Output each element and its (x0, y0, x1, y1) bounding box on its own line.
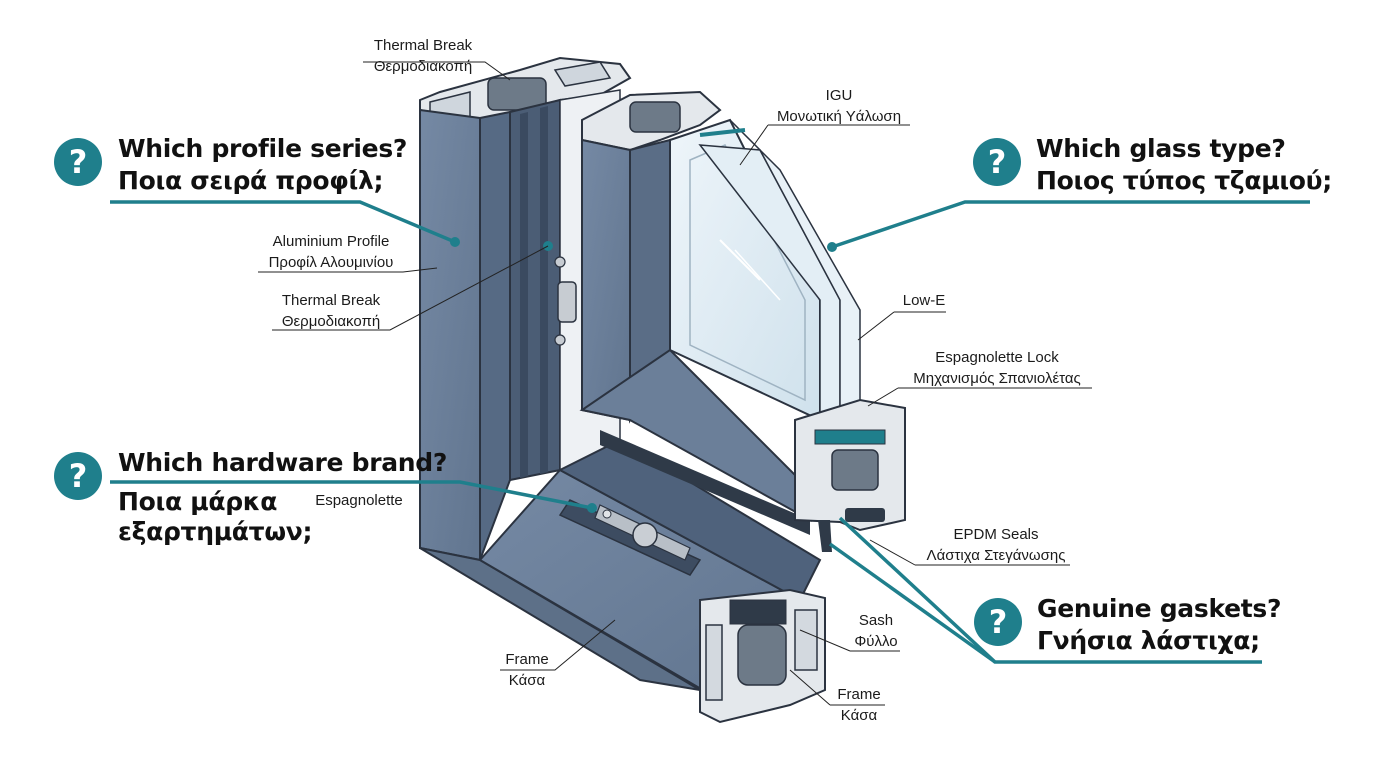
question-mark-icon: ? (974, 598, 1022, 646)
epdm-seal-mark (818, 520, 832, 552)
label-igu: IGU Μονωτική Υάλωση (776, 87, 902, 125)
question-gaskets-gr: Γνήσια λάστιχα; (1037, 626, 1260, 655)
label-espagnolette: Espagnolette (315, 492, 403, 509)
label-epdm-seals: EPDM Seals Λάστιχα Στεγάνωσης (926, 526, 1066, 564)
question-mark-icon: ? (54, 138, 102, 186)
question-mark-icon: ? (973, 138, 1021, 186)
label-frame-left: Frame Κάσα (505, 651, 549, 689)
label-thermal-break-side: Thermal Break Θερμοδιακοπή (281, 292, 381, 330)
sash-profile (579, 90, 906, 552)
label-aluminium-profile: Aluminium Profile Προφίλ Αλουμινίου (268, 233, 394, 271)
label-low-e: Low-E (902, 292, 946, 309)
label-espagnolette-lock: Espagnolette Lock Μηχανισμός Σπανιολέτας (913, 349, 1081, 387)
question-hardware-gr-line1: Ποια μάρκα (118, 487, 278, 516)
question-hardware-en: Which hardware brand? (118, 448, 448, 477)
label-thermal-break-top: Thermal Break Θερμοδιακοπή (373, 37, 473, 75)
question-gaskets-en: Genuine gaskets? (1037, 594, 1282, 623)
question-mark-icon: ? (54, 452, 102, 500)
label-sash: Sash Φύλλο (854, 612, 898, 650)
question-glass-en: Which glass type? (1036, 134, 1286, 163)
question-profile-gr: Ποια σειρά προφίλ; (118, 166, 384, 195)
question-profile-en: Which profile series? (118, 134, 408, 163)
label-frame-right: Frame Κάσα (837, 686, 881, 724)
question-glass-gr: Ποιος τύπος τζαμιού; (1036, 166, 1332, 195)
question-hardware-gr-line2: εξαρτημάτων; (118, 517, 313, 546)
